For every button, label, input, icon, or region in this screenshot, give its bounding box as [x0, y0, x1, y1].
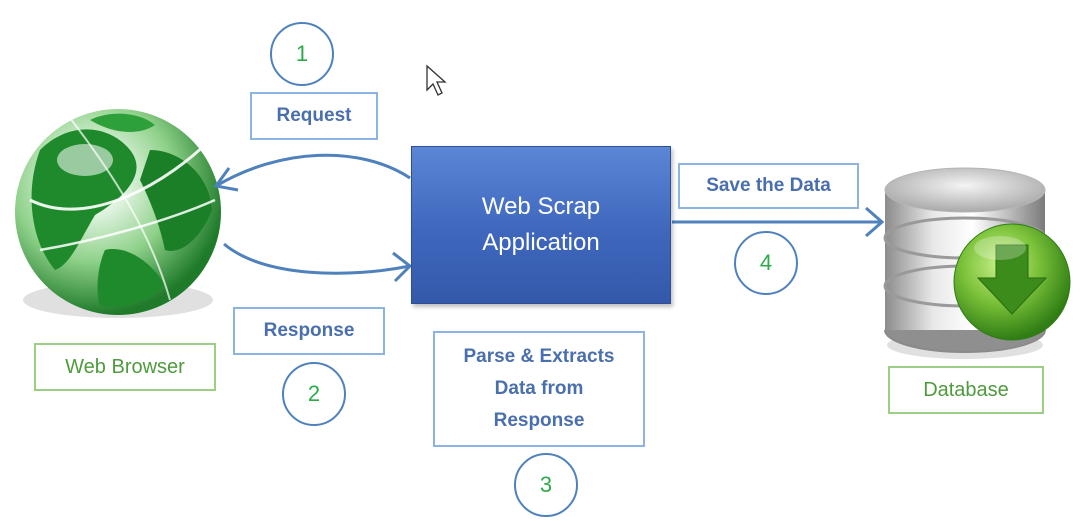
step-2-circle: 2	[282, 362, 346, 426]
web-scrap-application-box: Web Scrap Application	[411, 146, 671, 304]
parse-label-line-1: Parse & Extracts	[463, 346, 615, 367]
database-label-text: Database	[923, 378, 1009, 401]
response-label: Response	[233, 307, 385, 355]
arrow-request	[213, 153, 411, 192]
app-title-line-2: Application	[482, 229, 600, 256]
response-label-text: Response	[263, 320, 355, 341]
step-1-circle: 1	[270, 22, 334, 86]
parse-label-line-3: Response	[493, 410, 585, 431]
parse-extract-label: Parse & Extracts Data from Response	[433, 331, 645, 447]
request-label: Request	[250, 92, 378, 140]
mouse-cursor-icon	[426, 64, 447, 96]
step-2-number: 2	[307, 381, 321, 406]
save-data-label-text: Save the Data	[706, 175, 831, 196]
step-3-number: 3	[539, 472, 553, 497]
arrow-save	[672, 206, 885, 238]
web-browser-label-text: Web Browser	[65, 355, 185, 378]
web-browser-label: Web Browser	[34, 343, 216, 391]
step-1-number: 1	[295, 41, 309, 66]
step-4-number: 4	[759, 250, 773, 275]
step-4-circle: 4	[734, 231, 798, 295]
request-label-text: Request	[276, 105, 352, 126]
app-title-line-1: Web Scrap	[481, 193, 601, 220]
save-data-label: Save the Data	[678, 163, 859, 209]
arrow-response	[223, 242, 413, 283]
database-label: Database	[888, 366, 1044, 414]
step-3-circle: 3	[514, 453, 578, 517]
download-arrow-icon	[953, 223, 1071, 341]
parse-label-line-2: Data from	[494, 378, 584, 399]
globe-icon	[15, 109, 221, 318]
